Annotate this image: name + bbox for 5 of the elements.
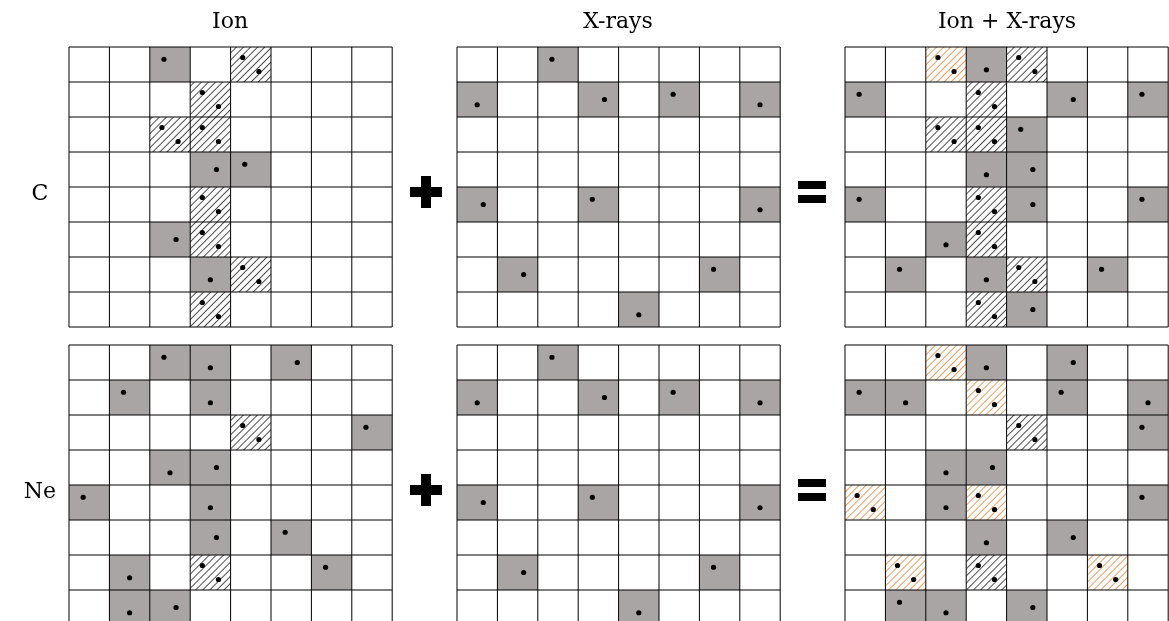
column-heading: Ion (211, 7, 249, 33)
row-label: C (31, 179, 49, 205)
column-heading: X-rays (583, 7, 653, 33)
column-heading: Ion + X-rays (937, 7, 1077, 33)
row-label: Ne (23, 477, 57, 503)
